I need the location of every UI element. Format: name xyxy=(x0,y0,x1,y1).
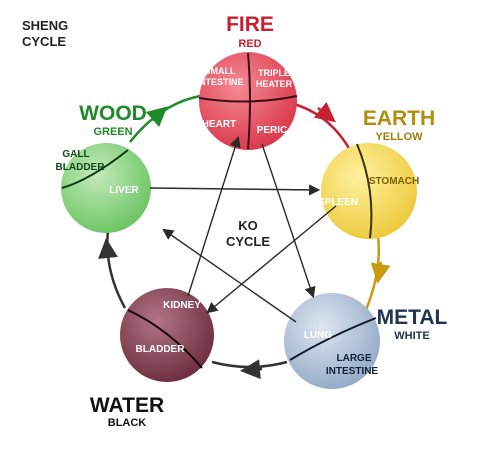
ko-cycle-label-line1: KO xyxy=(238,218,258,233)
sheng-ring xyxy=(98,94,391,380)
wood-circle xyxy=(61,143,151,233)
wood-organ-gall-bladder-1: GALL xyxy=(62,149,89,160)
sheng-arrow-water-wood xyxy=(98,238,118,259)
fire-color-name: RED xyxy=(238,38,261,50)
earth-organ-spleen: SPLEEN xyxy=(318,197,358,208)
sheng-arc-metal-water xyxy=(211,360,288,369)
sheng-arrow-fire-earth xyxy=(313,101,336,123)
wood-title: WOOD xyxy=(79,102,147,125)
sheng-cycle-label-line1: SHENG xyxy=(22,18,68,33)
fire-divider-horizontal xyxy=(198,95,298,103)
fire-organ-pericardium: PERICARDIUM xyxy=(257,125,328,136)
sheng-arc-earth-metal xyxy=(364,235,381,311)
metal-divider xyxy=(289,317,377,361)
metal-color-name: WHITE xyxy=(394,330,429,342)
element-earth xyxy=(321,143,417,239)
ko-line-wood-earth xyxy=(149,184,321,196)
metal-organ-large-intestine-1: LARGE xyxy=(337,353,372,364)
wood-color-name: GREEN xyxy=(93,126,132,138)
sheng-cycle-label-line2: CYCLE xyxy=(22,34,66,49)
sheng-arrow-metal-water xyxy=(240,359,263,380)
fire-organ-heart: HEART xyxy=(202,119,236,130)
metal-organ-lung: LUNG xyxy=(304,330,333,341)
ko-line-water-fire xyxy=(187,135,241,297)
water-organ-bladder: BLADDER xyxy=(136,344,186,355)
wood-divider xyxy=(61,149,129,189)
ko-cycle-label-line2: CYCLE xyxy=(226,234,270,249)
element-metal xyxy=(284,293,380,389)
fire-organ-small-intestine-2: INTESTINE xyxy=(196,77,243,87)
ko-line-fire-metal xyxy=(261,143,316,299)
wood-organ-gall-bladder-2: BLADDER xyxy=(56,162,106,173)
metal-title: METAL xyxy=(377,306,448,329)
fire-organ-triple-heater-2: HEATER xyxy=(256,79,293,89)
earth-color-name: YELLOW xyxy=(375,131,423,143)
ko-line-earth-water xyxy=(206,205,337,314)
wood-organ-liver: LIVER xyxy=(109,185,139,196)
sheng-arrow-earth-metal xyxy=(370,261,391,284)
sheng-arc-water-wood xyxy=(106,229,127,309)
water-title: WATER xyxy=(90,394,164,417)
fire-title: FIRE xyxy=(226,13,274,36)
element-water xyxy=(120,288,214,382)
water-divider xyxy=(127,309,203,369)
earth-divider xyxy=(356,143,373,239)
water-color-name: BLACK xyxy=(108,417,147,429)
water-organ-kidney: KIDNEY xyxy=(163,300,201,311)
fire-organ-triple-heater-1: TRIPLE xyxy=(258,68,290,78)
earth-organ-stomach: STOMACH xyxy=(369,176,419,187)
sheng-arrow-wood-fire xyxy=(145,106,168,128)
fire-organ-small-intestine-1: SMALL xyxy=(205,66,236,76)
metal-circle xyxy=(284,293,380,389)
earth-title: EARTH xyxy=(363,107,435,130)
ko-star xyxy=(149,135,337,323)
element-fire xyxy=(198,52,298,150)
element-wood xyxy=(61,143,151,233)
metal-organ-large-intestine-2: INTESTINE xyxy=(326,366,379,377)
ko-line-metal-wood xyxy=(162,228,297,323)
